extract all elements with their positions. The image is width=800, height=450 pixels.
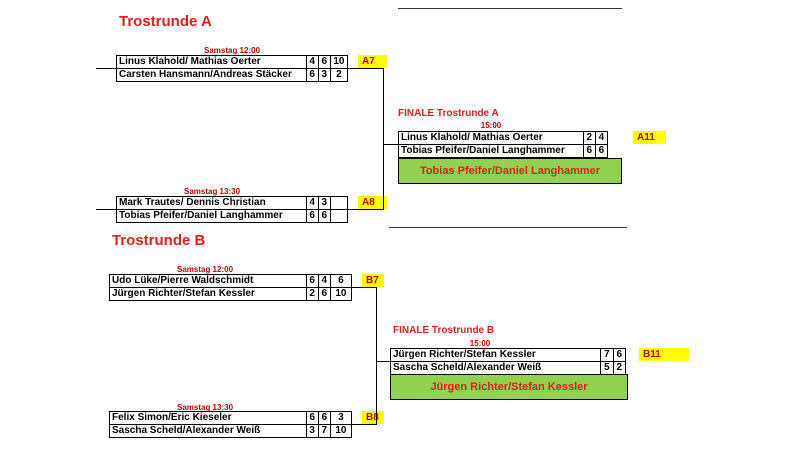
score-cell: 6 <box>317 287 331 301</box>
table-row: Sascha Scheld/Alexander Weiß 5 2 <box>389 361 626 375</box>
final-tag: B11 <box>639 348 689 361</box>
match-b8: Felix Simon/Eric Kieseler 6 6 3 Sascha S… <box>109 411 353 438</box>
team-name: Jürgen Richter/Stefan Kessler <box>109 287 307 301</box>
divider-line <box>398 8 622 9</box>
score-cell: 7 <box>600 348 614 362</box>
bracket-line <box>348 209 384 210</box>
section-title-a: Trostrunde A <box>119 13 212 30</box>
score-cell: 6 <box>305 68 319 82</box>
score-cell: 6 <box>317 55 331 69</box>
score-cell: 6 <box>594 144 609 158</box>
bracket-line <box>383 144 398 145</box>
bracket-line <box>96 209 116 210</box>
score-cell: 6 <box>582 144 596 158</box>
score-cell: 10 <box>329 55 349 69</box>
winner-box: Jürgen Richter/Stefan Kessler <box>390 374 628 400</box>
score-cell: 3 <box>305 424 319 438</box>
final-time: 15:00 <box>480 121 502 130</box>
table-row: Carsten Hansmann/Andreas Stäcker 6 3 2 <box>116 68 349 82</box>
score-cell: 2 <box>582 131 596 145</box>
score-cell: 6 <box>317 411 331 425</box>
match-time: Samstag 13:30 <box>183 187 241 196</box>
table-row: Tobias Pfeifer/Daniel Langhammer 6 6 <box>398 144 609 158</box>
score-cell: 5 <box>600 361 614 375</box>
section-title-b: Trostrunde B <box>112 232 206 249</box>
team-name: Jürgen Richter/Stefan Kessler <box>389 348 602 362</box>
score-cell <box>329 196 349 210</box>
score-cell: 6 <box>305 209 319 223</box>
table-row: Sascha Scheld/Alexander Weiß 3 7 10 <box>109 424 353 438</box>
final-title-a: FINALE Trostrunde A <box>398 108 499 119</box>
team-name: Sascha Scheld/Alexander Weiß <box>389 361 602 375</box>
table-row: Tobias Pfeifer/Daniel Langhammer 6 6 <box>116 209 349 223</box>
score-cell: 2 <box>305 287 319 301</box>
table-row: Felix Simon/Eric Kieseler 6 6 3 <box>109 411 353 425</box>
score-cell: 2 <box>329 68 349 82</box>
table-row: Linus Klahold/ Mathias Oerter 2 4 <box>398 131 609 145</box>
score-cell: 10 <box>329 287 353 301</box>
match-tag: A7 <box>358 55 387 68</box>
final-a: Linus Klahold/ Mathias Oerter 2 4 Tobias… <box>398 131 609 158</box>
team-name: Tobias Pfeifer/Daniel Langhammer <box>398 144 584 158</box>
final-tag: A11 <box>633 131 666 144</box>
score-cell: 6 <box>305 411 319 425</box>
bracket-line <box>376 287 377 425</box>
match-tag: A8 <box>358 196 387 209</box>
score-cell <box>329 209 349 223</box>
score-cell: 6 <box>612 348 626 362</box>
team-name: Tobias Pfeifer/Daniel Langhammer <box>116 209 307 223</box>
bracket-line <box>383 68 384 210</box>
score-cell: 4 <box>317 274 331 288</box>
final-b: Jürgen Richter/Stefan Kessler 7 6 Sascha… <box>389 348 626 375</box>
bracket-line <box>352 424 377 425</box>
score-cell: 4 <box>594 131 609 145</box>
match-tag: B8 <box>362 411 384 424</box>
score-cell: 6 <box>305 274 319 288</box>
bracket-line <box>96 68 116 69</box>
winner-box: Tobias Pfeifer/Daniel Langhammer <box>398 158 622 184</box>
table-row: Jürgen Richter/Stefan Kessler 2 6 10 <box>109 287 353 301</box>
table-row: Jürgen Richter/Stefan Kessler 7 6 <box>389 348 626 362</box>
score-cell: 6 <box>317 209 331 223</box>
bracket-line <box>352 287 377 288</box>
bracket-line <box>376 361 390 362</box>
score-cell: 4 <box>305 55 319 69</box>
team-name: Linus Klahold/ Mathias Oerter <box>116 55 307 69</box>
team-name: Mark Trautes/ Dennis Christian <box>116 196 307 210</box>
table-row: Linus Klahold/ Mathias Oerter 4 6 10 <box>116 55 349 69</box>
team-name: Udo Lüke/Pierre Waldschmidt <box>109 274 307 288</box>
divider-line <box>389 227 627 228</box>
score-cell: 4 <box>305 196 319 210</box>
team-name: Sascha Scheld/Alexander Weiß <box>109 424 307 438</box>
team-name: Felix Simon/Eric Kieseler <box>109 411 307 425</box>
bracket-line <box>348 68 384 69</box>
score-cell: 10 <box>329 424 353 438</box>
match-time: Samstag 13:30 <box>176 403 234 412</box>
table-row: Udo Lüke/Pierre Waldschmidt 6 4 6 <box>109 274 353 288</box>
match-time: Samstag 12:00 <box>203 46 261 55</box>
match-a8: Mark Trautes/ Dennis Christian 4 3 Tobia… <box>116 196 349 223</box>
match-a7: Linus Klahold/ Mathias Oerter 4 6 10 Car… <box>116 55 349 82</box>
final-title-b: FINALE Trostrunde B <box>393 325 495 336</box>
match-b7: Udo Lüke/Pierre Waldschmidt 6 4 6 Jürgen… <box>109 274 353 301</box>
team-name: Linus Klahold/ Mathias Oerter <box>398 131 584 145</box>
final-time: 15:00 <box>469 339 491 348</box>
score-cell: 3 <box>317 68 331 82</box>
score-cell: 7 <box>317 424 331 438</box>
score-cell: 3 <box>329 411 353 425</box>
match-tag: B7 <box>362 274 384 287</box>
score-cell: 6 <box>329 274 353 288</box>
match-time: Samstag 12:00 <box>176 265 234 274</box>
table-row: Mark Trautes/ Dennis Christian 4 3 <box>116 196 349 210</box>
score-cell: 3 <box>317 196 331 210</box>
score-cell: 2 <box>612 361 626 375</box>
team-name: Carsten Hansmann/Andreas Stäcker <box>116 68 307 82</box>
